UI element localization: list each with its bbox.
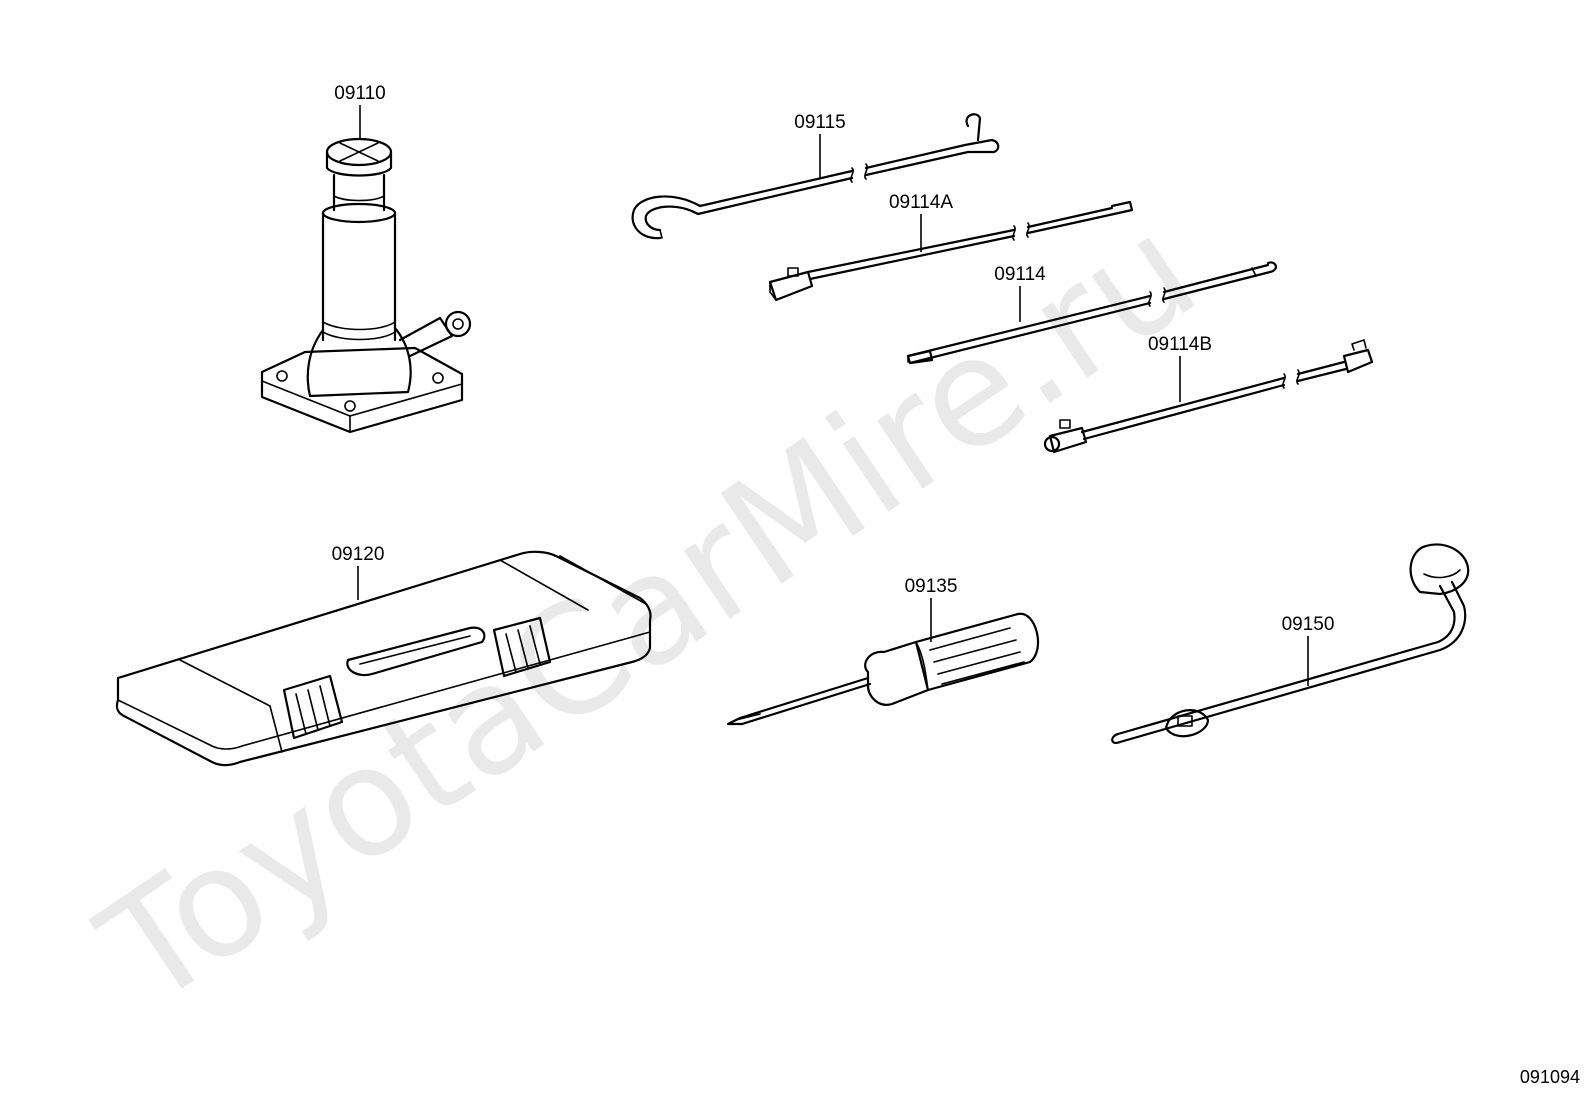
diagram-code: 091094 xyxy=(1520,1067,1580,1087)
callout-09115: 09115 xyxy=(794,112,845,133)
hook-bar-drawing xyxy=(631,113,1000,240)
callout-09114: 09114 xyxy=(994,264,1046,285)
extension-bar-drawing xyxy=(906,261,1277,365)
callout-09135: 09135 xyxy=(905,576,958,597)
screwdriver-drawing xyxy=(726,598,1040,726)
extension-bar-b-drawing xyxy=(1043,339,1374,454)
callout-09114b: 09114B xyxy=(1148,334,1212,355)
extension-bar-a-drawing xyxy=(768,200,1134,302)
callout-09120: 09120 xyxy=(332,544,385,565)
callout-09110: 09110 xyxy=(334,83,385,104)
wheel-wrench-drawing xyxy=(1111,543,1470,744)
tool-case-drawing xyxy=(115,550,652,767)
callout-09150: 09150 xyxy=(1282,614,1335,635)
callout-09114a: 09114A xyxy=(889,192,953,213)
watermark: ToyotaCarMire.ru xyxy=(72,183,1226,1040)
jack-drawing xyxy=(260,105,472,434)
